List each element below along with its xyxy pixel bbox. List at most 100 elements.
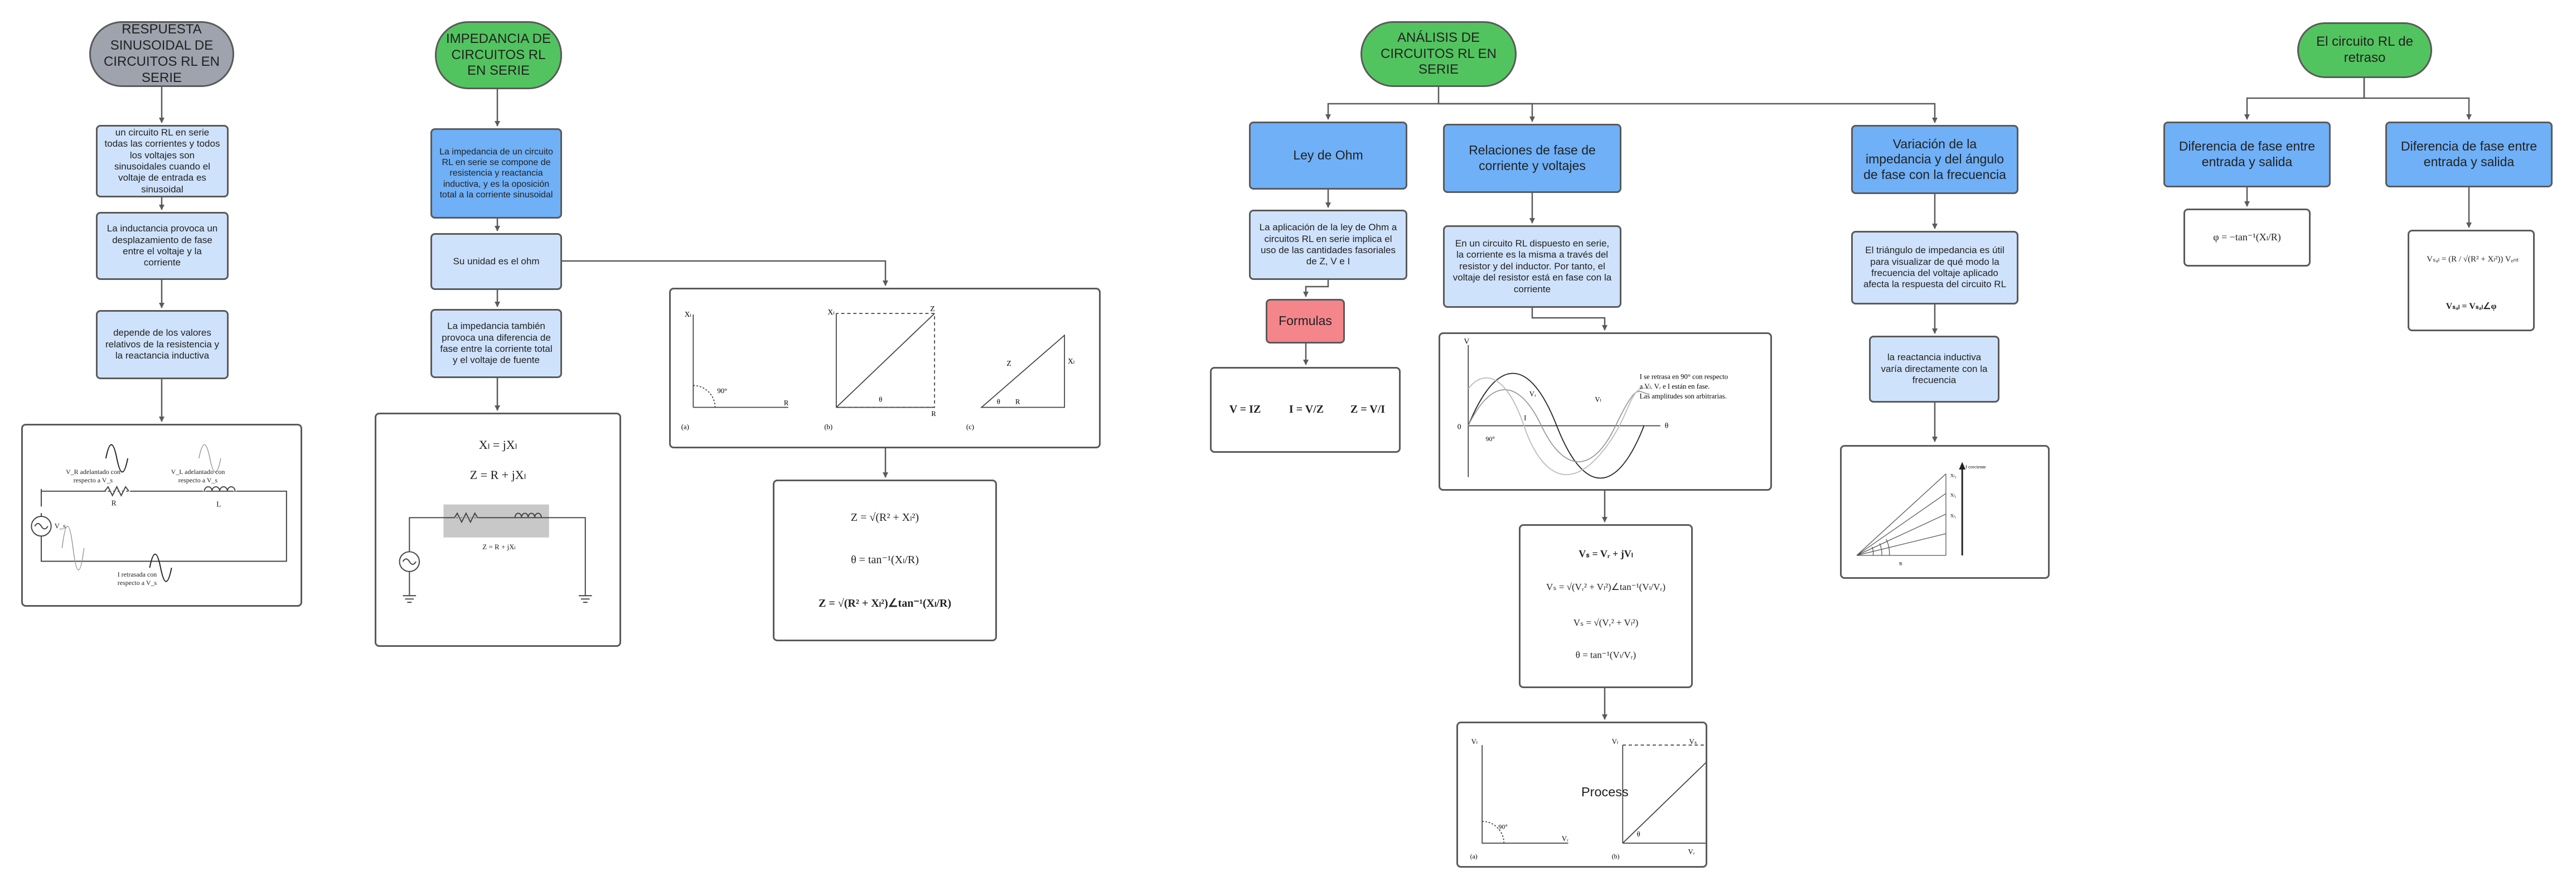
impedance-circuit-diagram — [399, 504, 592, 603]
vout-formula-panel: Vₛₐₗ = (R / √(R² + Xₗ²)) Vₑₙₜ Vₛₐₗ = Vₛₐ… — [2408, 230, 2535, 331]
svg-text:Vₗ: Vₗ — [1471, 738, 1478, 746]
title-respuesta-sinusoidal[interactable]: RESPUESTA SINUSOIDAL DE CIRCUITOS RL EN … — [89, 21, 234, 87]
i-lag-label: I retrasada con respecto a V_s — [117, 570, 157, 587]
wave-note-1: I se retrasa en 90° con respecto — [1640, 373, 1728, 380]
impedance-formulas-panel: Z = √(R² + Xₗ²) θ = tan⁻¹(Xₗ/R) Z = √(R²… — [773, 480, 997, 641]
connector — [2244, 78, 2365, 120]
svg-text:Xₗ: Xₗ — [827, 308, 834, 316]
svg-text:θ: θ — [879, 396, 882, 404]
svg-text:θ: θ — [997, 398, 1000, 406]
connector — [562, 260, 888, 286]
concept-box-ohm-fasores[interactable]: La aplicación de la ley de Ohm a circuit… — [1249, 210, 1407, 280]
svg-text:Vₗ: Vₗ — [1612, 738, 1618, 746]
label-vs: V_s — [55, 523, 66, 530]
svg-text:Xₗ: Xₗ — [1068, 357, 1074, 365]
svg-text:Vᵣ: Vᵣ — [1529, 390, 1536, 398]
formula-xl: Xₗ = jXₗ — [478, 438, 517, 452]
impedance-triangles-diagram: Xₗ 90° R Xₗ Z θ R Z θ R Xₗ (a) (b) (c) — [681, 304, 1074, 431]
svg-text:R: R — [784, 399, 789, 407]
svg-text:R: R — [1015, 398, 1020, 406]
vl-lead-label: V_L adelantado con respecto a V_s — [171, 468, 225, 484]
svg-text:Xₗ: Xₗ — [685, 310, 691, 318]
label-l: L — [216, 500, 221, 508]
concept-box-valores[interactable]: depende de los valores relativos de la r… — [96, 310, 229, 379]
connector — [1531, 308, 1607, 331]
svg-text:I: I — [1524, 414, 1526, 422]
vr-lead-label: V_R adelantado con respecto a V_s — [66, 468, 120, 484]
connector — [1439, 103, 1938, 123]
svg-text:R: R — [931, 410, 936, 418]
title-analisis[interactable]: ANÁLISIS DE CIRCUITOS RL EN SERIE — [1360, 21, 1517, 87]
rl-circuit-panel: R L V_s V_R adelantado con respecto a V_… — [21, 424, 302, 607]
formula-vout-polar: Vₛₐₗ = Vₛₐₗ∠φ — [2446, 302, 2497, 311]
formula-theta-v: θ = tan⁻¹(Vₗ/Vᵣ) — [1575, 650, 1636, 660]
wave-note-3: Las amplitudes son arbitrarias. — [1640, 393, 1727, 400]
svg-text:(b): (b) — [1612, 853, 1620, 860]
formula-phi: φ = −tan⁻¹(Xₗ/R) — [2213, 231, 2281, 243]
concept-box-fase-corriente[interactable]: En un circuito RL dispuesto en serie, la… — [1443, 225, 1621, 308]
svg-text:Z: Z — [930, 304, 934, 313]
concept-box-impedancia[interactable]: La impedancia de un circuito RL en serie… — [430, 128, 562, 219]
svg-text:Xₗ₂: Xₗ₂ — [1950, 492, 1957, 498]
impedance-circuit-panel: Xₗ = jXₗ Z = R + jXₗ Z = R + jXₗ — [375, 413, 621, 647]
connector — [1439, 103, 1535, 122]
label-r: R — [112, 499, 117, 507]
connector — [1303, 280, 1329, 297]
topic-ley-de-ohm[interactable]: Ley de Ohm — [1249, 122, 1407, 190]
svg-text:Xₗ₁: Xₗ₁ — [1950, 513, 1957, 519]
formula-z-magnitude: Z = √(R² + Xₗ²) — [850, 511, 919, 524]
topic-variacion-impedancia[interactable]: Variación de la impedancia y del ángulo … — [1851, 125, 2018, 194]
topic-diferencia-fase-right[interactable]: Diferencia de fase entre entrada y salid… — [2385, 122, 2553, 187]
svg-text:θ: θ — [1637, 830, 1640, 838]
phase-waveform-diagram: V 0 θ 90° Vᵣ I Vₗ I se retrasa en 90° co… — [1458, 337, 1728, 479]
concept-box-reactancia[interactable]: la reactancia inductiva varía directamen… — [1869, 336, 1999, 403]
svg-text:Vᵣ: Vᵣ — [1562, 835, 1568, 843]
voltage-formulas-panel: Vₛ = Vᵣ + jVₗ Vₛ = √(Vᵣ² + Vₗ²)∠tan⁻¹(Vₗ… — [1519, 524, 1693, 688]
voltage-triangle-diagram: Vₗ 90° Vᵣ (a) Vₗ Vₛ θ Vᵣ (b) Process — [1470, 738, 1706, 860]
svg-text:0: 0 — [1458, 422, 1461, 431]
svg-text:Vᵣ: Vᵣ — [1688, 848, 1695, 856]
waveform-panel: V 0 θ 90° Vᵣ I Vₗ I se retrasa en 90° co… — [1439, 332, 1772, 491]
svg-text:θ: θ — [1665, 421, 1669, 429]
formula-vs-magnitude: Vₛ = √(Vᵣ² + Vₗ²) — [1573, 617, 1639, 628]
title-circuito-retraso[interactable]: El circuito RL de retraso — [2297, 22, 2432, 78]
connector — [1325, 87, 1440, 120]
ohm-formulas-panel: V = IZ I = V/Z Z = V/I — [1210, 367, 1401, 453]
topic-diferencia-fase-left[interactable]: Diferencia de fase entre entrada y salid… — [2163, 122, 2331, 187]
phi-formula-panel: φ = −tan⁻¹(Xₗ/R) — [2183, 209, 2311, 267]
connector — [2363, 78, 2472, 120]
concept-box-triangulo[interactable]: El triángulo de impedancia es útil para … — [1851, 231, 2018, 304]
svg-text:Xₗ₃: Xₗ₃ — [1950, 473, 1957, 478]
svg-text:V: V — [1464, 337, 1469, 346]
freq-label: f creciente — [1965, 464, 1986, 470]
formulas-button[interactable]: Formulas — [1266, 299, 1345, 344]
tri-label-b: (b) — [824, 423, 832, 431]
formula-i-vz: I = V/Z — [1289, 403, 1324, 415]
svg-text:Vₗ: Vₗ — [1595, 395, 1601, 403]
topic-relaciones-fase[interactable]: Relaciones de fase de corriente y voltaj… — [1443, 124, 1621, 193]
frequency-triangle-diagram: f creciente Xₗ₃ Xₗ₂ Xₗ₁ R — [1856, 462, 1986, 567]
voltage-triangle-panel: Vₗ 90° Vᵣ (a) Vₗ Vₛ θ Vᵣ (b) Process — [1456, 722, 1707, 868]
svg-text:90°: 90° — [1499, 824, 1508, 831]
formula-vs-polar: Vₛ = √(Vᵣ² + Vₗ²)∠tan⁻¹(Vₗ/Vᵣ) — [1546, 582, 1665, 592]
formula-theta: θ = tan⁻¹(Xₗ/R) — [851, 554, 919, 566]
wave-note-2: a Vₗ. Vᵣ e I están en fase. — [1640, 383, 1710, 390]
svg-text:90°: 90° — [1486, 436, 1495, 443]
frequency-triangle-panel: f creciente Xₗ₃ Xₗ₂ Xₗ₁ R — [1840, 445, 2050, 579]
svg-text:Vₛ: Vₛ — [1689, 738, 1697, 746]
impedance-triangles-panel: Xₗ 90° R Xₗ Z θ R Z θ R Xₗ (a) (b) (c) — [669, 288, 1101, 448]
formula-z-sum: Z = R + jXₗ — [469, 468, 526, 482]
tri-label-a: (a) — [681, 423, 689, 431]
concept-box-fase[interactable]: La inductancia provoca un desplazamiento… — [96, 212, 229, 280]
formula-v-iz: V = IZ — [1229, 403, 1261, 415]
concept-box-ohm[interactable]: Su unidad es el ohm — [430, 233, 562, 290]
rl-circuit-diagram: R L V_s — [31, 444, 287, 582]
svg-text:(a): (a) — [1470, 853, 1478, 860]
svg-text:90°: 90° — [717, 387, 727, 395]
concept-box-diferencia-fase[interactable]: La impedancia también provoca una difere… — [430, 309, 562, 378]
title-impedancia[interactable]: IMPEDANCIA DE CIRCUITOS RL EN SERIE — [435, 21, 562, 89]
formula-vout-ratio: Vₛₐₗ = (R / √(R² + Xₗ²)) Vₑₙₜ — [2427, 255, 2519, 264]
concept-box-sinusoidal[interactable]: un circuito RL en serie todas las corrie… — [96, 125, 229, 197]
formula-vs-sum: Vₛ = Vᵣ + jVₗ — [1578, 548, 1633, 559]
